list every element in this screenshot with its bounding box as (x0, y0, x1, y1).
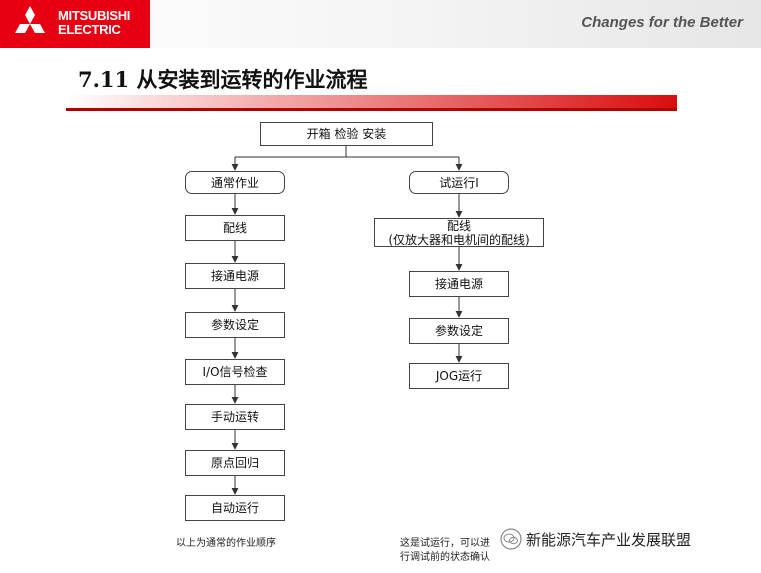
node-manual-operation: 手动运转 (185, 404, 285, 430)
node-right-wiring: 配线 (仅放大器和电机间的配线) (374, 218, 544, 247)
node-normal-operation: 通常作业 (185, 171, 285, 194)
tagline: Changes for the Better (581, 14, 743, 31)
node-unpack-inspect-install: 开箱 检验 安装 (260, 122, 433, 146)
node-right-power-on: 接通电源 (409, 271, 509, 297)
note-trial-run: 这是试运行，可以进 行调试前的状态确认 (400, 537, 490, 565)
node-left-power-on: 接通电源 (185, 263, 285, 289)
right-wiring-label: 配线 (446, 218, 471, 233)
mitsubishi-logo: MITSUBISHI ELECTRIC (0, 0, 150, 48)
brand-name: MITSUBISHI ELECTRIC (58, 9, 130, 37)
page-title: 7.11 从安装到运转的作业流程 (78, 67, 368, 92)
header-banner: MITSUBISHI ELECTRIC Changes for the Bett… (0, 0, 761, 48)
right-wiring-note: (仅放大器和电机间的配线) (388, 232, 530, 247)
title-underline-bar (66, 95, 677, 111)
note-normal-sequence: 以上为通常的作业顺序 (176, 538, 276, 549)
note-trial-line-1: 这是试运行，可以进 (400, 538, 490, 549)
wechat-icon (500, 528, 522, 550)
node-trial-run: 试运行I (409, 171, 509, 194)
watermark: 新能源汽车产业发展联盟 (500, 528, 691, 550)
node-left-wiring: 配线 (185, 215, 285, 241)
node-jog-operation: JOG运行 (409, 363, 509, 389)
watermark-text: 新能源汽车产业发展联盟 (526, 530, 692, 549)
node-io-signal-check: I/O信号检查 (185, 359, 285, 385)
brand-line-1: MITSUBISHI (58, 8, 131, 23)
node-home-return: 原点回归 (185, 450, 285, 476)
note-trial-line-2: 行调试前的状态确认 (400, 552, 490, 563)
node-left-parameter-setting: 参数设定 (185, 312, 285, 338)
node-right-parameter-setting: 参数设定 (409, 318, 509, 344)
three-diamonds-icon (15, 6, 45, 33)
node-auto-operation: 自动运行 (185, 495, 285, 521)
brand-line-2: ELECTRIC (58, 22, 121, 37)
